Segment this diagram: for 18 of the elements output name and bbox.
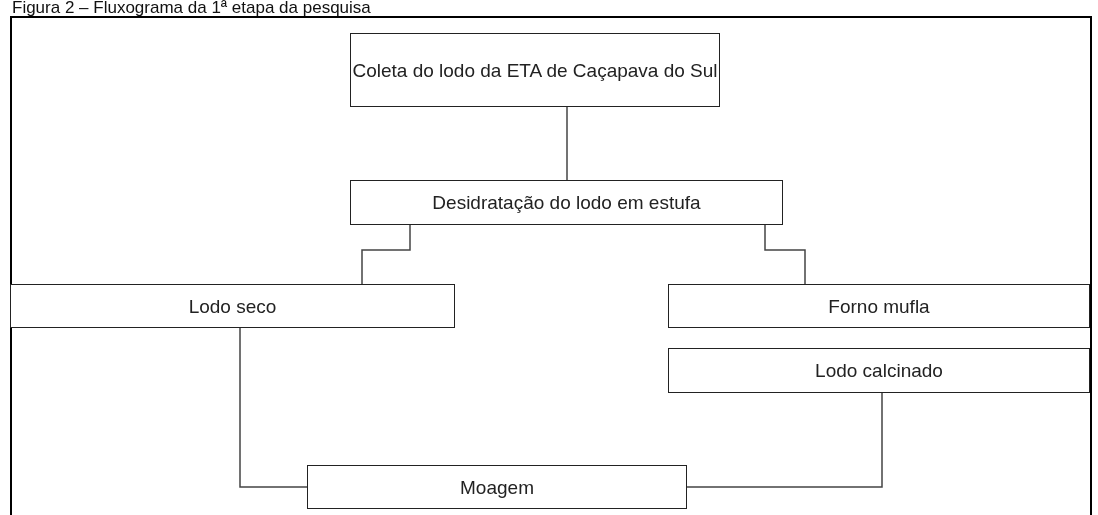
figure-title: Figura 2 – Fluxograma da 1ª etapa da pesquisa xyxy=(12,0,371,17)
process-box xyxy=(307,465,687,509)
box-label: Desidratação do lodo em estufa xyxy=(432,191,701,214)
box-label: Forno mufla xyxy=(828,294,930,318)
process-box xyxy=(350,33,720,107)
process-box xyxy=(10,284,455,328)
box-label: Moagem xyxy=(460,475,534,499)
process-box xyxy=(350,180,783,225)
connector-line xyxy=(566,106,568,181)
box-label: Lodo seco xyxy=(188,294,277,318)
connector-line xyxy=(361,224,411,285)
connector-line xyxy=(239,327,308,488)
box-label: Lodo calcinado xyxy=(815,359,943,382)
connector-line xyxy=(686,392,883,488)
process-box xyxy=(668,348,1090,393)
process-box xyxy=(668,284,1090,328)
box-label: Coleta do lodo da ETA de Caçapava do Sul xyxy=(352,58,718,82)
connector-line xyxy=(764,224,806,285)
